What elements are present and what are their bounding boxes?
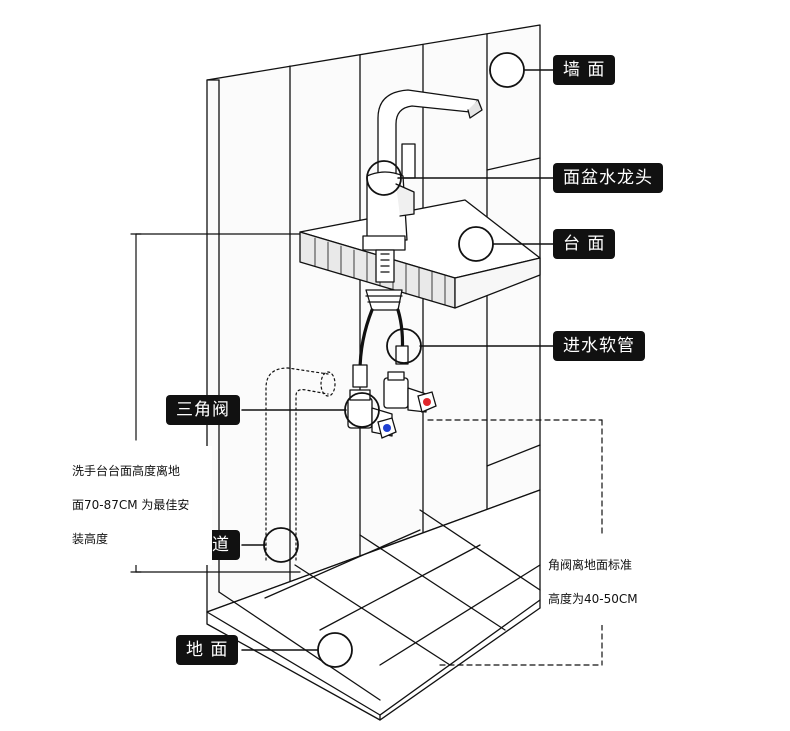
note-basin-height-line2: 面70-87CM 为最佳安 (72, 498, 190, 512)
inlet-hose (352, 308, 409, 388)
countertop-edge-texture (314, 237, 446, 306)
note-basin-height-line1: 洗手台台面高度离地 (72, 464, 181, 478)
hot-water-dot (423, 398, 431, 406)
note-valve-height: 角阀离地面标准 高度为40-50CM (548, 540, 668, 625)
embedded-pipe (265, 367, 336, 561)
label-floor: 地 面 (176, 635, 239, 665)
cold-water-dot (383, 424, 391, 432)
label-angle-valve: 三角阀 (166, 395, 240, 425)
label-faucet: 面盆水龙头 (553, 163, 663, 193)
label-countertop: 台 面 (553, 229, 616, 259)
note-basin-height: 洗手台台面高度离地 面70-87CM 为最佳安 装高度 (72, 446, 212, 565)
callout-circles (263, 52, 525, 668)
note-valve-height-line2: 高度为40-50CM (548, 592, 638, 606)
label-wall: 墙 面 (553, 55, 616, 85)
note-basin-height-line3: 装高度 (72, 532, 109, 546)
label-inlet-hose: 进水软管 (553, 331, 645, 361)
note-valve-height-line1: 角阀离地面标准 (548, 558, 633, 572)
floor-slab (206, 489, 541, 721)
leader-lines (241, 69, 554, 651)
